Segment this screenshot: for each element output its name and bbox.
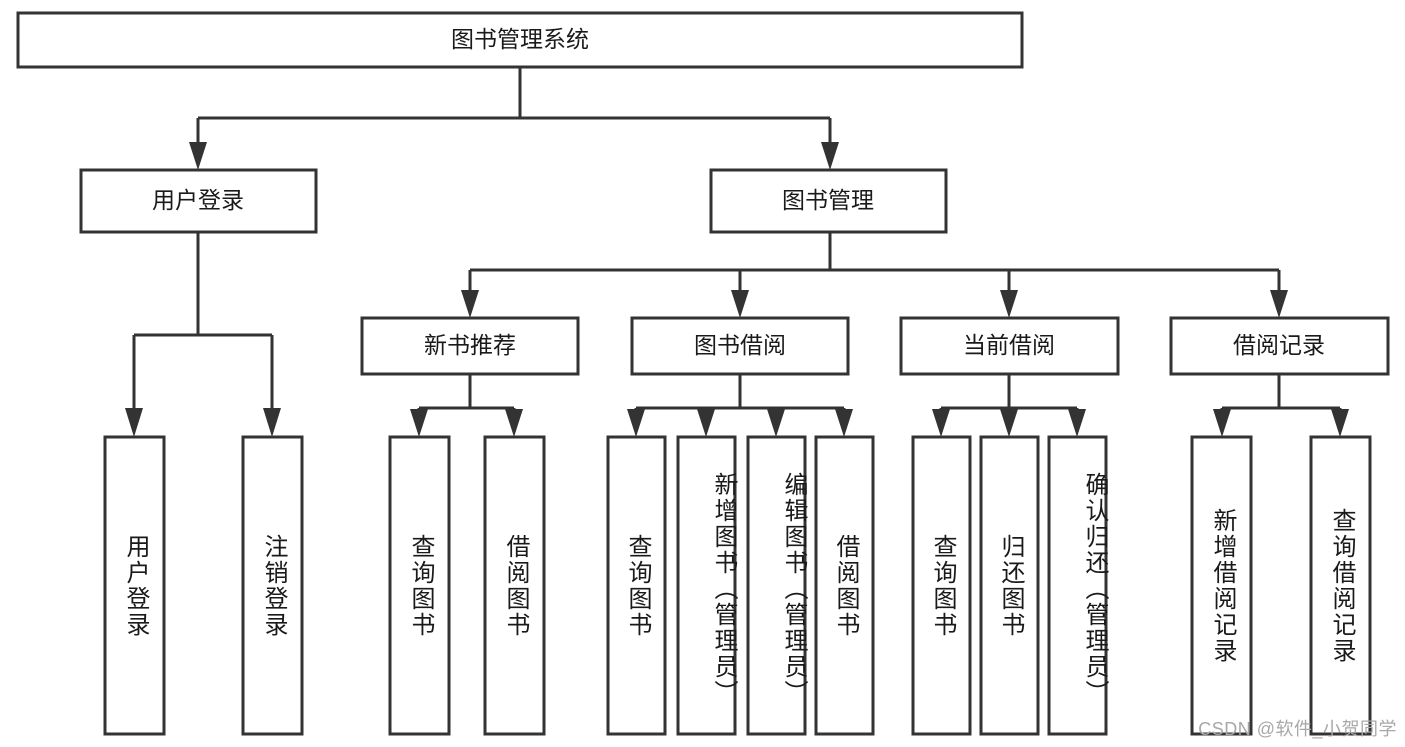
arrow-head-leaf-br-2 bbox=[1331, 409, 1349, 437]
node-borrow-record-box[interactable] bbox=[1169, 316, 1390, 376]
node-current-borrow-label: 当前借阅 bbox=[963, 332, 1055, 358]
arrow-head-book-mgmt bbox=[821, 142, 839, 170]
arrow-head-leaf-bb-1 bbox=[627, 409, 645, 437]
connector-group-root bbox=[189, 67, 839, 170]
node-borrow-record-label: 借阅记录 bbox=[1233, 332, 1325, 358]
node-book-borrow-label: 图书借阅 bbox=[694, 332, 786, 358]
arrow-head-leaf-bb-4 bbox=[835, 409, 853, 437]
node-current-borrow-box[interactable] bbox=[899, 316, 1120, 376]
connector-group-new-book-recommend bbox=[410, 374, 523, 437]
node-book-borrow-box[interactable] bbox=[630, 316, 850, 376]
arrow-head-current-borrow bbox=[1000, 290, 1018, 318]
arrow-head-book-borrow bbox=[731, 290, 749, 318]
node-leaf-bb-3-box[interactable] bbox=[746, 435, 807, 736]
node-leaf-user-login-2-box[interactable] bbox=[241, 435, 304, 736]
arrow-head-leaf-br-1 bbox=[1213, 409, 1231, 437]
arrow-head-leaf-cb-3 bbox=[1068, 409, 1086, 437]
arrow-head-leaf-bb-2 bbox=[697, 409, 715, 437]
node-leaf-br-2-box[interactable] bbox=[1309, 435, 1372, 736]
connector-group-user-login bbox=[125, 232, 281, 437]
node-leaf-bb-4-box[interactable] bbox=[814, 435, 875, 736]
node-leaf-nbr-2-box[interactable] bbox=[483, 435, 546, 736]
node-new-book-recommend-label: 新书推荐 bbox=[424, 332, 516, 358]
arrow-head-user-login bbox=[189, 142, 207, 170]
node-user-login-box[interactable] bbox=[79, 168, 318, 234]
node-book-mgmt-box[interactable] bbox=[709, 168, 948, 234]
arrow-head-leaf-nbr-2 bbox=[505, 409, 523, 437]
csdn-watermark: CSDN @软件_小贺同学 bbox=[1198, 719, 1397, 739]
arrow-head-leaf-cb-2 bbox=[1000, 409, 1018, 437]
arrow-head-new-book-recommend bbox=[461, 290, 479, 318]
node-leaf-bb-2-box[interactable] bbox=[676, 435, 737, 736]
node-root-label: 图书管理系统 bbox=[451, 26, 589, 52]
node-book-mgmt-label: 图书管理 bbox=[782, 187, 874, 213]
node-leaf-bb-1-box[interactable] bbox=[606, 435, 667, 736]
connector-group-book-mgmt bbox=[461, 232, 1288, 318]
arrow-head-leaf-bb-3 bbox=[767, 409, 785, 437]
node-leaf-br-1-box[interactable] bbox=[1190, 435, 1253, 736]
node-leaf-cb-2-box[interactable] bbox=[979, 435, 1040, 736]
arrow-head-leaf-cb-1 bbox=[932, 409, 950, 437]
node-user-login-label: 用户登录 bbox=[152, 187, 244, 213]
node-root-box[interactable] bbox=[16, 11, 1024, 69]
connector-group-current-borrow bbox=[932, 374, 1086, 437]
connector-group-book-borrow bbox=[627, 374, 853, 437]
arrow-head-leaf-user-login-2 bbox=[263, 408, 281, 437]
node-leaf-user-login-1-box[interactable] bbox=[103, 435, 166, 736]
node-leaf-cb-3-box[interactable] bbox=[1047, 435, 1108, 736]
node-leaf-nbr-1-box[interactable] bbox=[388, 435, 451, 736]
node-new-book-recommend-box[interactable] bbox=[360, 316, 580, 376]
arrow-head-leaf-user-login-1 bbox=[125, 408, 143, 437]
connector-group-borrow-record bbox=[1213, 374, 1349, 437]
arrow-head-borrow-record bbox=[1270, 290, 1288, 318]
arrow-head-leaf-nbr-1 bbox=[410, 409, 428, 437]
node-leaf-cb-1-box[interactable] bbox=[911, 435, 972, 736]
